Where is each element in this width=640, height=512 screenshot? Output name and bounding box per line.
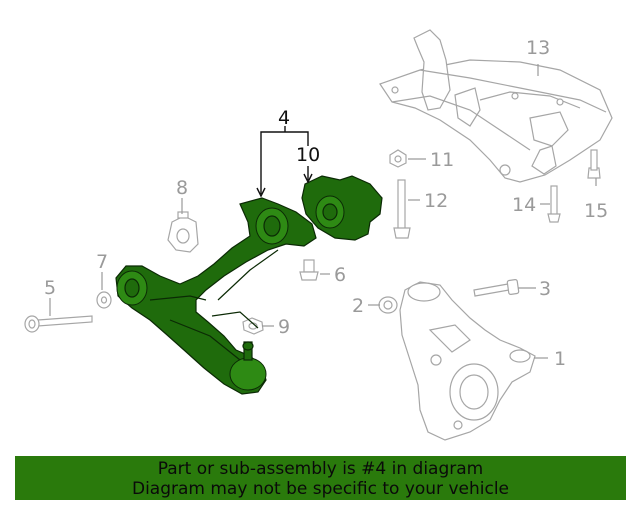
part-7-washer[interactable] [96,291,112,309]
parts-diagram: 1 2 3 4 5 6 7 8 9 10 11 12 13 14 15 [24,29,613,441]
callout-labels: 1 2 3 4 5 6 7 8 9 10 11 12 13 14 15 [44,37,608,370]
callout-2: 2 [352,295,364,317]
callout-5: 5 [44,277,56,299]
callout-8: 8 [176,177,188,199]
callout-7: 7 [96,251,108,273]
callout-12: 12 [424,190,448,212]
callout-15: 15 [584,200,608,222]
part-8-bracket[interactable] [167,211,199,253]
banner-line-1: Part or sub-assembly is #4 in diagram [157,459,484,479]
part-9-nut[interactable] [242,317,264,335]
part-14-bolt[interactable] [547,185,561,223]
part-4-control-arm[interactable] [115,175,383,395]
callout-10: 10 [296,144,320,166]
callout-13: 13 [526,37,550,59]
part-12-bolt[interactable] [393,179,411,239]
banner-line-2: Diagram may not be specific to your vehi… [131,479,509,499]
callout-14: 14 [512,194,536,216]
part-5-bolt[interactable] [24,315,93,333]
part-6-bolt[interactable] [299,259,319,281]
callout-3: 3 [539,278,551,300]
part-3-bolt[interactable] [473,279,520,297]
callout-11: 11 [430,149,454,171]
part-2-nut[interactable] [378,296,398,314]
part-13-subframe[interactable] [379,29,613,183]
part-15-bolt[interactable] [587,149,601,179]
callout-1: 1 [554,348,566,370]
callout-4: 4 [278,107,290,129]
info-banner: Part or sub-assembly is #4 in diagram Di… [15,456,626,500]
leader-lines [49,64,597,359]
callout-9: 9 [278,316,290,338]
callout-6: 6 [334,264,346,286]
part-11-nut[interactable] [389,149,407,168]
part-1-steering-knuckle[interactable] [399,281,536,441]
